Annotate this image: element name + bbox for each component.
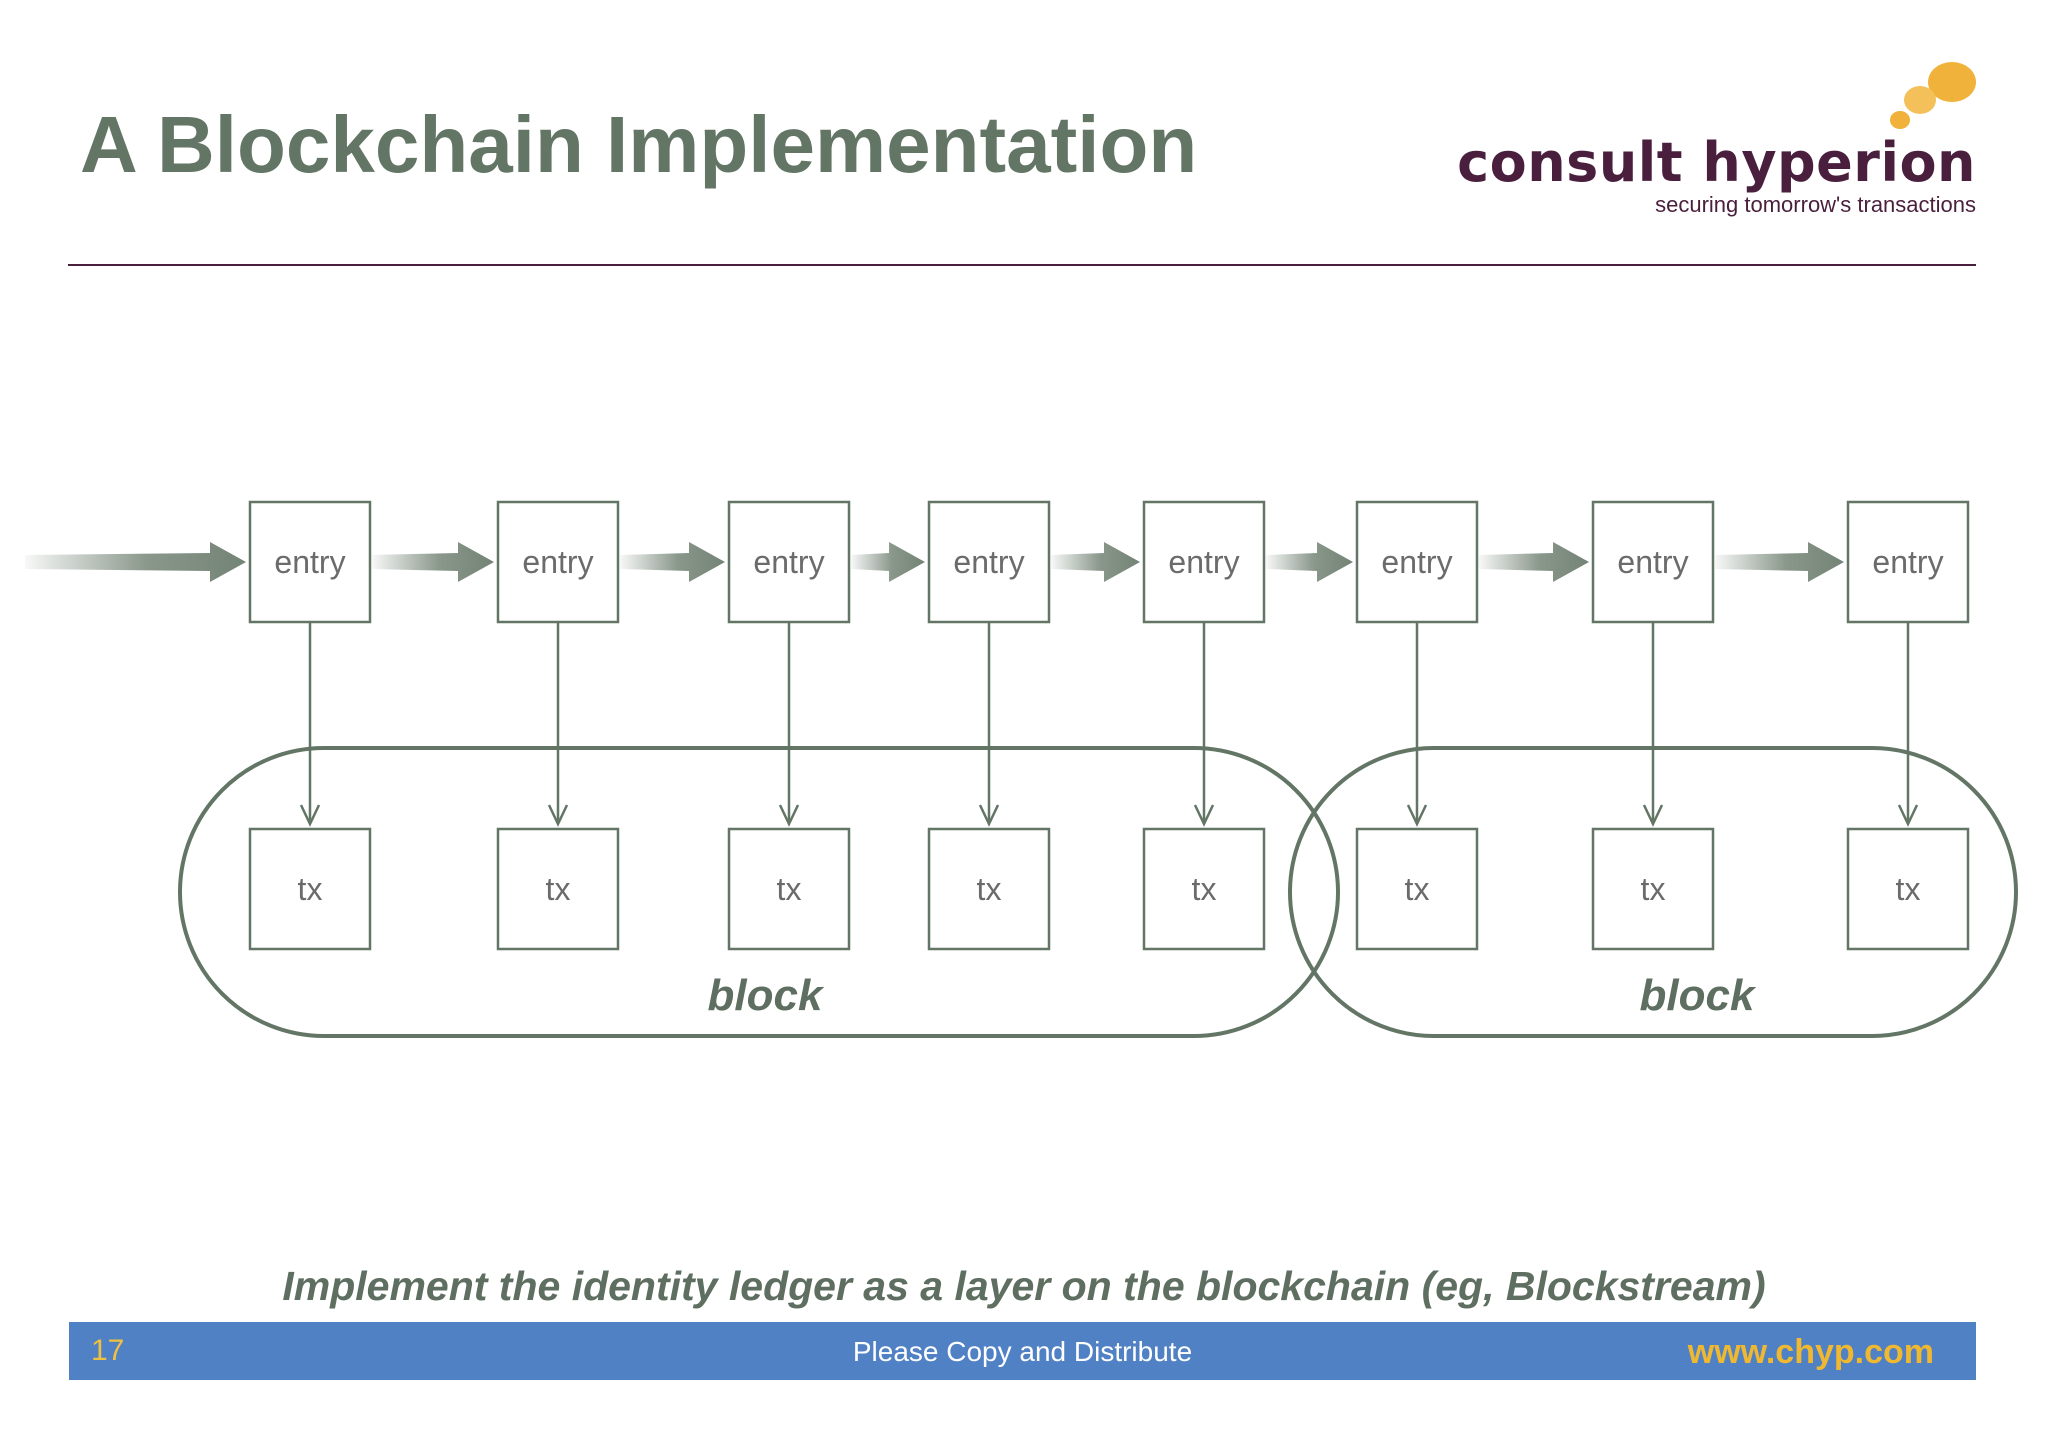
footer-bar: 17 Please Copy and Distribute www.chyp.c… (69, 1322, 1976, 1380)
tx-box: tx (927, 827, 1051, 951)
entry-label: entry (522, 544, 593, 580)
chain-arrow (1051, 542, 1140, 582)
footer-notice: Please Copy and Distribute (852, 1336, 1193, 1367)
entry-label: entry (1872, 544, 1943, 580)
link-arrowhead (1406, 804, 1428, 827)
entry-label: entry (953, 544, 1024, 580)
speech-bubbles-icon (1890, 62, 1976, 129)
link-arrowhead (1193, 804, 1215, 827)
entry-box: entry (1142, 500, 1266, 624)
link-arrowhead (547, 804, 569, 827)
chain-arrow (1266, 542, 1353, 582)
tx-label: tx (777, 871, 802, 907)
entry-label: entry (1168, 544, 1239, 580)
entry-box: entry (727, 500, 851, 624)
slide-caption: Implement the identity ledger as a layer… (282, 1263, 1766, 1309)
tx-label: tx (1405, 871, 1430, 907)
link-arrowhead (1897, 804, 1919, 827)
entry-box: entry (1846, 500, 1970, 624)
entry-box: entry (1591, 500, 1715, 624)
block-label: block (708, 971, 825, 1020)
entry-box: entry (248, 500, 372, 624)
tx-label: tx (1641, 871, 1666, 907)
link-arrowhead (299, 804, 321, 827)
chain-arrow (1715, 542, 1844, 582)
tx-label: tx (977, 871, 1002, 907)
link-arrowhead (778, 804, 800, 827)
entry-label: entry (274, 544, 345, 580)
entry-label: entry (1381, 544, 1452, 580)
link-arrowhead (978, 804, 1000, 827)
tx-box: tx (1591, 827, 1715, 951)
tx-box: tx (248, 827, 372, 951)
logo-tagline: securing tomorrow's transactions (1655, 192, 1976, 217)
link-arrowhead (1642, 804, 1664, 827)
chain-arrow (1479, 542, 1589, 582)
block-label: block (1640, 971, 1757, 1020)
tx-label: tx (1896, 871, 1921, 907)
tx-box: tx (496, 827, 620, 951)
entry-box: entry (496, 500, 620, 624)
tx-box: tx (1142, 827, 1266, 951)
tx-label: tx (1192, 871, 1217, 907)
company-logo: consult hyperion securing tomorrow's tra… (1450, 60, 1980, 230)
tx-box: tx (1846, 827, 1970, 951)
slide-title: A Blockchain Implementation (80, 100, 1198, 189)
chain-arrow (851, 542, 925, 582)
block-outline (178, 746, 1340, 1038)
page-number: 17 (91, 1334, 125, 1367)
entry-box: entry (927, 500, 1051, 624)
chain-arrow (620, 542, 725, 582)
chain-arrow (372, 542, 494, 582)
tx-label: tx (546, 871, 571, 907)
footer-url: www.chyp.com (1687, 1333, 1934, 1371)
logo-wordmark: consult hyperion (1457, 131, 1976, 194)
chain-arrow (25, 542, 246, 582)
title-divider (68, 264, 1976, 266)
tx-label: tx (298, 871, 323, 907)
entry-label: entry (1617, 544, 1688, 580)
entry-box: entry (1355, 500, 1479, 624)
tx-box: tx (1355, 827, 1479, 951)
tx-box: tx (727, 827, 851, 951)
entry-label: entry (753, 544, 824, 580)
